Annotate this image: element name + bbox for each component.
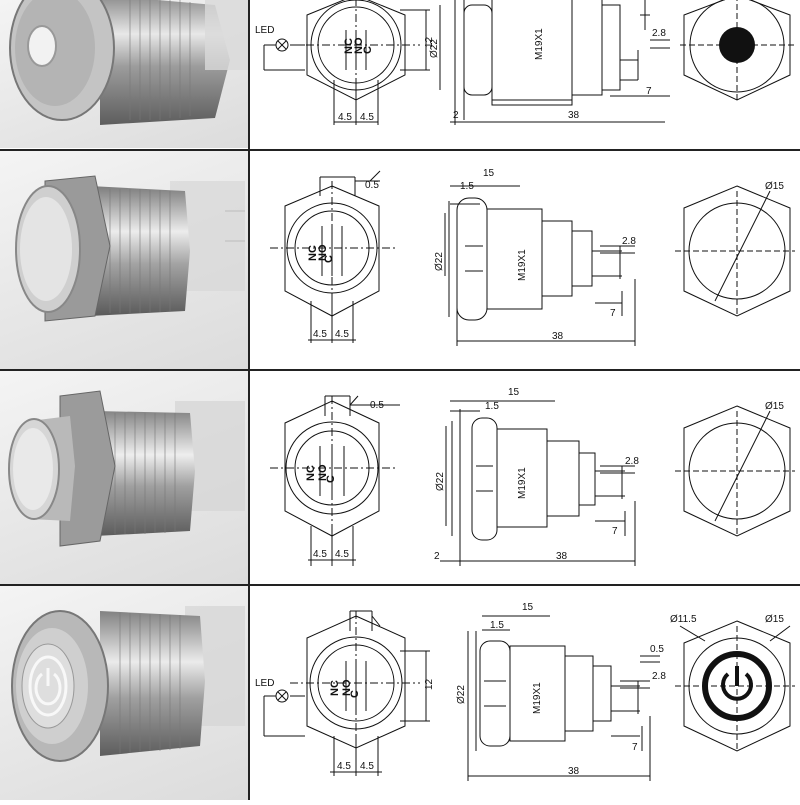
switch-photo-illustration (8, 390, 245, 547)
dim-4-5-right: 4.5 (335, 329, 349, 340)
nc-terminal-label: NC (343, 38, 355, 54)
switch-photo-illustration (15, 175, 245, 322)
dim-1-5: 1.5 (460, 181, 474, 192)
dim-thread: M19X1 (532, 682, 543, 714)
variant-row-flat-head: 0.5 NC NO C 4.5 4.5 15 1.5 Ø22 M19X1 38 … (0, 151, 800, 369)
dim-phi22: Ø22 (429, 39, 440, 58)
dim-38: 38 (568, 110, 580, 121)
dim-2-8: 2.8 (652, 671, 666, 682)
dim-4-5-left: 4.5 (313, 549, 327, 560)
led-label: LED (255, 678, 274, 689)
dim-1-5: 1.5 (485, 401, 499, 412)
no-terminal-label: NO (317, 244, 329, 261)
dim-7: 7 (632, 742, 638, 753)
dim-phi22: Ø22 (456, 685, 467, 704)
drawing-svg-row1: LED NC NO C 4.5 4.5 12 Ø22 M19X1 2 38 2.… (255, 0, 795, 125)
no-terminal-label: NO (317, 464, 329, 481)
variant-row-ring-led: LED NC NO C 4.5 4.5 12 Ø22 M19X1 2 38 2.… (0, 0, 800, 148)
technical-drawing-ring-led: LED NC NO C 4.5 4.5 12 Ø22 M19X1 2 38 2.… (250, 0, 800, 148)
dim-4-5-right: 4.5 (360, 761, 374, 772)
switch-photo-illustration (11, 606, 245, 762)
row-divider-2 (0, 369, 800, 371)
variant-row-high-head: 0.5 NC NO C 4.5 4.5 15 1.5 Ø22 M19X1 2 3… (0, 371, 800, 584)
dim-4-5-left: 4.5 (313, 329, 327, 340)
dim-0-5: 0.5 (365, 180, 379, 191)
dim-15: 15 (483, 168, 495, 179)
nc-terminal-label: NC (305, 465, 317, 481)
row-divider-3 (0, 584, 800, 586)
dim-7: 7 (646, 86, 652, 97)
dim-12: 12 (424, 36, 435, 48)
dim-thread: M19X1 (534, 28, 545, 60)
nc-terminal-label: NC (329, 680, 341, 696)
column-divider (248, 0, 250, 800)
dim-4-5-right: 4.5 (360, 112, 374, 123)
dim-2-8: 2.8 (622, 236, 636, 247)
led-label: LED (255, 25, 274, 36)
dim-phi15: Ø15 (765, 181, 784, 192)
no-terminal-label: NO (341, 679, 353, 696)
c-terminal-label: C (362, 46, 374, 54)
dim-15: 15 (508, 387, 520, 398)
dim-2: 2 (434, 551, 440, 562)
dim-1-5: 1.5 (490, 620, 504, 631)
dim-0-5: 0.5 (650, 644, 664, 655)
dim-2-8: 2.8 (625, 456, 639, 467)
dim-7: 7 (612, 526, 618, 537)
drawing-svg-row4: LED NC NO C 4.5 4.5 12 Ø22 M19X1 15 1.5 … (255, 602, 795, 781)
nc-terminal-label: NC (307, 245, 319, 261)
drawing-svg-row3: 0.5 NC NO C 4.5 4.5 15 1.5 Ø22 M19X1 2 3… (270, 387, 795, 566)
drawing-svg-row2: 0.5 NC NO C 4.5 4.5 15 1.5 Ø22 M19X1 38 … (270, 168, 795, 346)
dim-38: 38 (552, 331, 564, 342)
product-photo-high-head (0, 371, 248, 584)
dim-0-5: 0.5 (370, 400, 384, 411)
dim-2-8: 2.8 (652, 28, 666, 39)
product-photo-flat-head (0, 151, 248, 369)
dim-phi11-5: Ø11.5 (670, 614, 697, 625)
technical-drawing-power-symbol-led: LED NC NO C 4.5 4.5 12 Ø22 M19X1 15 1.5 … (250, 586, 800, 800)
row-divider-1 (0, 149, 800, 151)
dim-4-5-right: 4.5 (335, 549, 349, 560)
no-terminal-label: NO (353, 37, 365, 54)
c-terminal-label: C (325, 475, 337, 483)
dim-12: 12 (424, 678, 435, 690)
variant-row-power-symbol-led: LED NC NO C 4.5 4.5 12 Ø22 M19X1 15 1.5 … (0, 586, 800, 800)
product-photo-ring-led (0, 0, 248, 148)
dim-4-5-left: 4.5 (337, 761, 351, 772)
technical-drawing-high-head: 0.5 NC NO C 4.5 4.5 15 1.5 Ø22 M19X1 2 3… (250, 371, 800, 584)
dim-4-5-left: 4.5 (338, 112, 352, 123)
c-terminal-label: C (323, 255, 335, 263)
dim-15: 15 (522, 602, 534, 613)
dim-7: 7 (610, 308, 616, 319)
c-terminal-label: C (349, 690, 361, 698)
dim-2: 2 (453, 110, 459, 121)
switch-photo-illustration (9, 0, 248, 125)
dim-38: 38 (556, 551, 568, 562)
product-photo-power-symbol-led (0, 586, 248, 800)
dim-thread: M19X1 (517, 249, 528, 281)
dim-phi22: Ø22 (434, 252, 445, 271)
dim-phi22: Ø22 (435, 472, 446, 491)
dim-38: 38 (568, 766, 580, 777)
technical-drawing-flat-head: 0.5 NC NO C 4.5 4.5 15 1.5 Ø22 M19X1 38 … (250, 151, 800, 369)
dim-phi15: Ø15 (765, 614, 784, 625)
dim-thread: M19X1 (517, 467, 528, 499)
dim-phi15: Ø15 (765, 401, 784, 412)
